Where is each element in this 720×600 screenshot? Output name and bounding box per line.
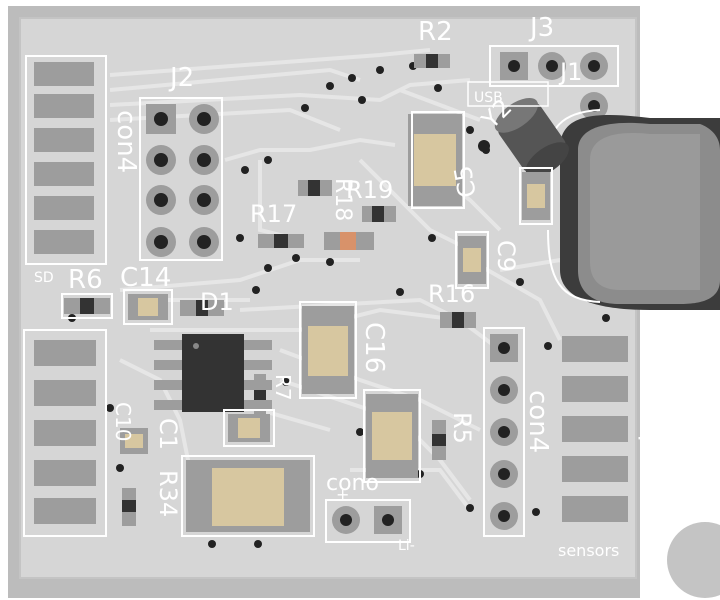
label-c5: C5 (449, 163, 482, 199)
label-j1: J1 (558, 58, 582, 86)
j2-outline (139, 97, 223, 261)
label-con-mid: con4 (523, 390, 553, 453)
resistors (64, 54, 476, 526)
label-sensors: sensors (558, 541, 619, 560)
usb-outline (467, 81, 549, 107)
label-li: Li- (398, 538, 415, 554)
cylinder-lead (478, 140, 490, 152)
label-j2: J2 (168, 63, 194, 93)
label-c14: C14 (120, 263, 171, 293)
label-r7: R7 (271, 374, 295, 401)
label-r2: R2 (418, 17, 453, 47)
battery-connector-pins (332, 506, 402, 534)
label-d1: D1 (200, 288, 234, 316)
mounting-hole-shadow (667, 522, 720, 598)
con-left-top-outline (25, 55, 107, 265)
label-c1: C1 (154, 418, 182, 450)
label-cono: cono (326, 471, 379, 496)
crystal (547, 109, 720, 310)
silk-outlines (61, 111, 553, 537)
j2-pins (146, 104, 219, 257)
label-conp: conp (637, 388, 667, 451)
label-r17: R17 (250, 200, 297, 228)
label-j3: J3 (528, 13, 554, 43)
con-left-bottom-outline (23, 329, 107, 537)
label-plus: + (336, 485, 349, 504)
label-c16: C16 (359, 322, 389, 373)
label-sd: SD (34, 270, 54, 286)
con-right-pads (562, 336, 628, 522)
label-r18: R18 (330, 178, 355, 221)
label-c10: C10 (111, 402, 135, 441)
j3-outline (489, 45, 619, 87)
label-r19: R19 (346, 176, 393, 204)
capacitors (120, 114, 550, 532)
con-mid-outline (483, 327, 525, 537)
label-r5: R5 (448, 412, 476, 444)
label-usb: USB (474, 90, 503, 106)
j3-pins (500, 52, 608, 120)
con-mid-pins (490, 334, 518, 530)
label-r16: R16 (428, 280, 475, 308)
label-r6: R6 (68, 265, 103, 295)
con-left-bottom-pads (34, 340, 96, 524)
con-left-top-pads (34, 62, 94, 254)
label-con-left: con4 (111, 110, 141, 173)
label-c9: C9 (492, 240, 520, 272)
battery-connector-outline (325, 499, 411, 543)
label-r34: R34 (154, 470, 182, 517)
